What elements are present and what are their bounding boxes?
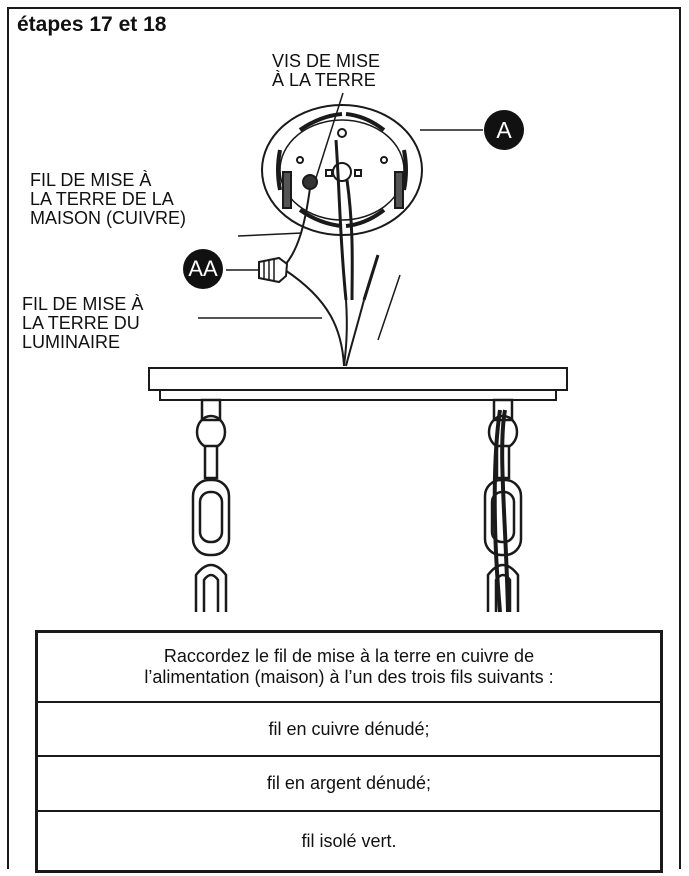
page-frame <box>7 7 681 869</box>
label-line: VIS DE MISE <box>272 51 381 71</box>
label-line: MAISON (CUIVRE) <box>30 208 187 228</box>
option-silver: fil en argent dénudé; <box>36 755 662 811</box>
table-row: Raccordez le fil de mise à la terre en c… <box>37 632 662 703</box>
fixture-ground-wire-label: FIL DE MISE À LA TERRE DU LUMINAIRE <box>22 295 143 352</box>
instructions-header: Raccordez le fil de mise à la terre en c… <box>37 632 662 703</box>
option-green: fil isolé vert. <box>36 810 662 872</box>
label-line: LA TERRE DU <box>22 313 140 333</box>
label-line: LA TERRE DE LA <box>30 189 174 209</box>
badge-aa: AA <box>183 249 223 289</box>
table-row: fil en cuivre dénudé; <box>36 701 662 756</box>
installation-diagram <box>148 92 568 613</box>
header-line: Raccordez le fil de mise à la terre en c… <box>163 646 535 666</box>
option-copper: fil en cuivre dénudé; <box>36 701 662 756</box>
table-row: fil en argent dénudé; <box>36 755 662 811</box>
label-line: FIL DE MISE À <box>30 170 152 190</box>
label-line: LUMINAIRE <box>22 332 121 352</box>
fixture-bar <box>148 367 568 401</box>
step-title: étapes 17 et 18 <box>17 13 167 36</box>
instructions-table: Raccordez le fil de mise à la terre en c… <box>35 630 663 873</box>
supply-wires <box>284 139 401 341</box>
right-chain <box>483 398 523 613</box>
wire-connector-shape <box>258 256 289 284</box>
leader-lines <box>198 92 483 319</box>
ground-screw-label: VIS DE MISE À LA TERRE <box>272 52 380 90</box>
label-line: FIL DE MISE À <box>22 294 144 314</box>
left-chain <box>191 398 231 612</box>
table-row: fil isolé vert. <box>36 810 662 872</box>
header-line: l’alimentation (maison) à l’un des trois… <box>144 667 554 687</box>
fixture-ground-wire <box>284 269 345 367</box>
house-ground-wire-label: FIL DE MISE À LA TERRE DE LA MAISON (CUI… <box>30 171 186 228</box>
badge-a: A <box>484 110 524 150</box>
mounting-plate <box>261 104 423 236</box>
label-line: À LA TERRE <box>272 70 376 90</box>
